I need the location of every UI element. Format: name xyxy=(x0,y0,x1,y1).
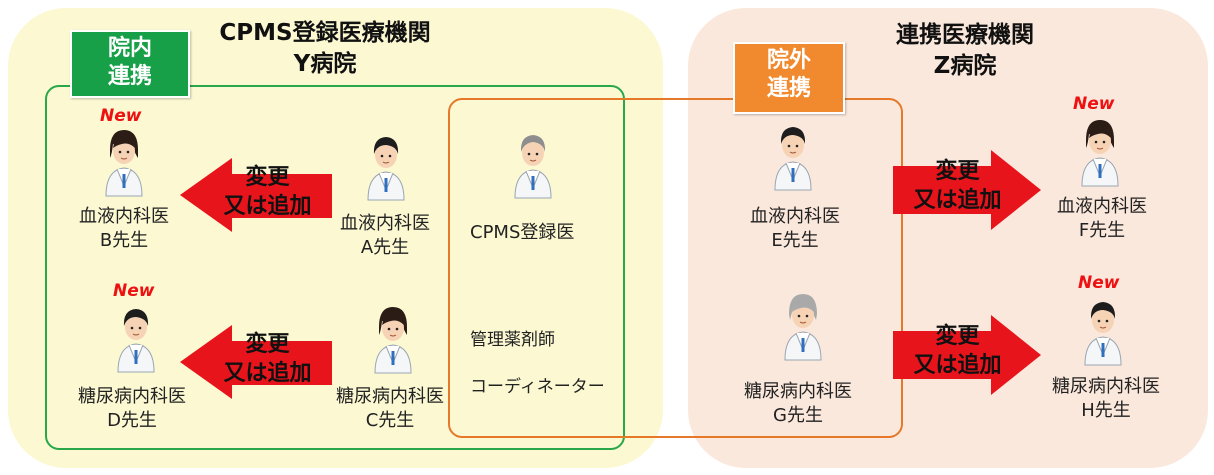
doctor-name: H先生 xyxy=(1081,400,1131,421)
y-hospital-title: CPMS登録医療機関 Y病院 xyxy=(185,18,465,80)
doctor-dept: 血液内科医 xyxy=(340,213,430,234)
arrow-label-bottom-left: 変更 又は追加 xyxy=(205,330,330,388)
out-hospital-tag-line2: 連携 xyxy=(766,76,811,101)
doctor-c-label: 糖尿病内科医 C先生 xyxy=(320,385,460,433)
z-hospital-title-line1: 連携医療機関 xyxy=(896,22,1034,48)
arrow-label-change: 変更 xyxy=(245,332,290,357)
doctor-female-icon xyxy=(374,307,412,374)
doctor-name: D先生 xyxy=(107,410,157,431)
doctor-g-label: 糖尿病内科医 G先生 xyxy=(728,380,868,428)
z-hospital-title-line2: Z病院 xyxy=(933,53,997,79)
y-hospital-title-line1: CPMS登録医療機関 xyxy=(219,20,431,46)
doctor-a-label: 血液内科医 A先生 xyxy=(325,212,445,260)
doctor-male-icon xyxy=(367,137,405,201)
in-hospital-tag-line1: 院内 xyxy=(107,36,152,61)
pharmacist-label: 管理薬剤師 xyxy=(470,330,555,350)
doctor-b-label: 血液内科医 B先生 xyxy=(64,205,184,253)
doctor-name: C先生 xyxy=(365,410,415,431)
arrow-label-or-add: 又は追加 xyxy=(223,194,312,219)
in-hospital-collaboration-box xyxy=(45,85,625,450)
doctor-h-label: 糖尿病内科医 H先生 xyxy=(1036,375,1176,423)
doctor-senior-icon xyxy=(514,135,552,199)
arrow-label-change: 変更 xyxy=(935,159,980,184)
in-hospital-tag-line2: 連携 xyxy=(107,64,152,89)
arrow-label-change: 変更 xyxy=(245,165,290,190)
doctor-male-icon xyxy=(774,127,812,191)
out-hospital-collaboration-box xyxy=(448,98,903,438)
new-badge-h: New xyxy=(1078,273,1120,293)
in-hospital-tag: 院内 連携 xyxy=(70,30,190,98)
arrow-label-top-left: 変更 又は追加 xyxy=(205,163,330,221)
arrow-right-top xyxy=(893,150,1041,230)
doctor-female-icon xyxy=(1081,120,1119,187)
arrow-label-or-add: 又は追加 xyxy=(913,353,1002,378)
doctor-dept: 血液内科医 xyxy=(79,206,169,227)
out-hospital-tag-line1: 院外 xyxy=(766,48,811,73)
cpms-registered-doctor-label: CPMS登録医 xyxy=(470,222,575,243)
arrow-left-top xyxy=(180,158,332,232)
new-badge-b: New xyxy=(100,106,142,126)
doctor-dept: 糖尿病内科医 xyxy=(744,381,852,402)
doctor-dept: 糖尿病内科医 xyxy=(1052,376,1160,397)
doctor-name: B先生 xyxy=(99,230,149,251)
doctor-name: E先生 xyxy=(771,230,819,251)
new-badge-f: New xyxy=(1073,94,1115,114)
new-badge-d: New xyxy=(113,281,155,301)
y-hospital-title-line2: Y病院 xyxy=(293,51,357,77)
arrow-left-bottom xyxy=(180,325,332,399)
doctor-e-label: 血液内科医 E先生 xyxy=(735,205,855,253)
doctor-dept: 血液内科医 xyxy=(1057,196,1147,217)
arrow-label-change: 変更 xyxy=(935,324,980,349)
arrow-right-bottom xyxy=(893,315,1041,395)
arrow-label-top-right: 変更 又は追加 xyxy=(895,157,1020,215)
arrow-label-or-add: 又は追加 xyxy=(223,361,312,386)
coordinator-label: コーディネーター xyxy=(470,377,605,397)
doctor-male-icon xyxy=(117,309,155,373)
doctor-name: G先生 xyxy=(773,405,823,426)
doctor-name: A先生 xyxy=(360,237,410,258)
z-hospital-title: 連携医療機関 Z病院 xyxy=(855,20,1075,82)
doctor-dept: 糖尿病内科医 xyxy=(78,386,186,407)
doctor-f-label: 血液内科医 F先生 xyxy=(1042,195,1162,243)
doctor-senior-female-icon xyxy=(784,294,822,361)
doctor-dept: 血液内科医 xyxy=(750,206,840,227)
arrow-label-or-add: 又は追加 xyxy=(913,188,1002,213)
doctor-male-icon xyxy=(1084,302,1122,366)
doctor-name: F先生 xyxy=(1078,220,1126,241)
out-hospital-tag: 院外 連携 xyxy=(733,42,845,114)
doctor-female-icon xyxy=(105,130,143,197)
doctor-dept: 糖尿病内科医 xyxy=(336,386,444,407)
arrow-label-bottom-right: 変更 又は追加 xyxy=(895,322,1020,380)
doctor-d-label: 糖尿病内科医 D先生 xyxy=(62,385,202,433)
